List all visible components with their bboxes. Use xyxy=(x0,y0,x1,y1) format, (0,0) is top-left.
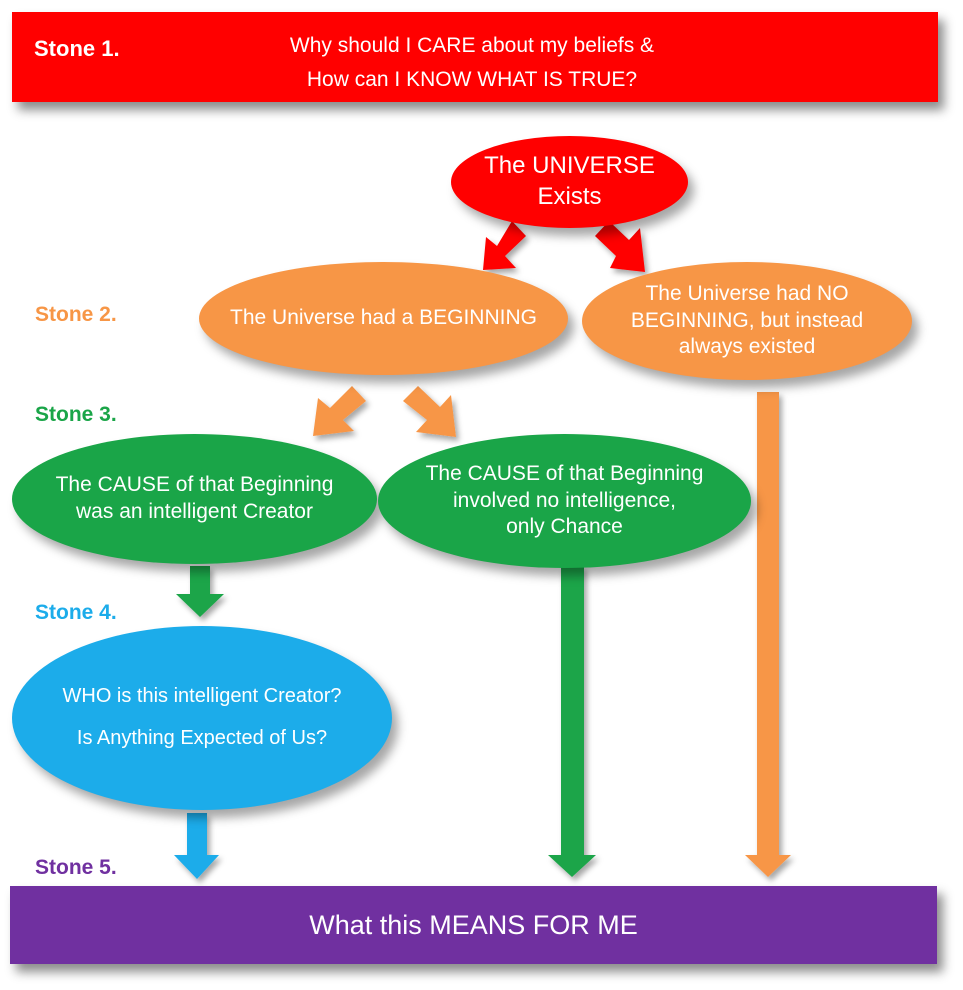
arrow-green-short xyxy=(176,566,224,617)
node-who-creator-line1: WHO is this intelligent Creator? xyxy=(62,685,342,708)
arrow-orange-right xyxy=(403,386,456,437)
node-universe-exists: The UNIVERSE Exists xyxy=(451,136,688,228)
top-banner: Stone 1. Why should I CARE about my beli… xyxy=(12,12,938,102)
question-line-1: Why should I CARE about my beliefs & xyxy=(289,34,655,57)
node-who-creator: WHO is this intelligent Creator? Is Anyt… xyxy=(12,626,392,810)
arrow-red-right xyxy=(595,221,645,272)
node-no-beginning-line2: BEGINNING, but instead xyxy=(630,308,864,332)
node-universe-exists-line1: The UNIVERSE xyxy=(484,152,655,180)
node-no-beginning-line3: always existed xyxy=(678,335,816,359)
stone-4-label: Stone 4. xyxy=(35,601,117,624)
stone-2-label: Stone 2. xyxy=(35,303,117,326)
node-had-beginning-line1: The Universe had a BEGINNING xyxy=(230,306,537,330)
arrow-green-long xyxy=(548,566,596,877)
node-no-beginning-line1: The Universe had NO xyxy=(645,281,849,305)
node-who-creator-line2: Is Anything Expected of Us? xyxy=(76,727,328,749)
node-no-beginning: The Universe had NO BEGINNING, but inste… xyxy=(582,262,912,380)
node-chance-cause-line2: involved no intelligence, xyxy=(453,488,676,512)
node-chance-cause-line3: only Chance xyxy=(506,515,623,539)
arrow-orange-left xyxy=(313,386,366,436)
footer-text: What this MEANS FOR ME xyxy=(309,909,638,940)
bottom-banner: What this MEANS FOR ME xyxy=(10,886,937,964)
node-chance-cause-line1: The CAUSE of that Beginning xyxy=(425,461,704,485)
node-creator-cause-line2: was an intelligent Creator xyxy=(76,500,313,523)
arrow-red-left xyxy=(483,221,526,270)
question-line-2: How can I KNOW WHAT IS TRUE? xyxy=(306,68,638,91)
node-universe-exists-line2: Exists xyxy=(537,183,602,210)
node-creator-cause: The CAUSE of that Beginning was an intel… xyxy=(12,434,377,564)
node-chance-cause: The CAUSE of that Beginning involved no … xyxy=(378,434,751,568)
arrow-orange-long xyxy=(745,392,791,877)
stone-3-label: Stone 3. xyxy=(35,403,117,426)
arrow-blue xyxy=(174,813,219,879)
stone-1-label: Stone 1. xyxy=(34,36,120,61)
stone-5-label: Stone 5. xyxy=(35,856,117,879)
node-creator-cause-line1: The CAUSE of that Beginning xyxy=(55,473,334,497)
node-had-beginning: The Universe had a BEGINNING xyxy=(199,262,568,375)
